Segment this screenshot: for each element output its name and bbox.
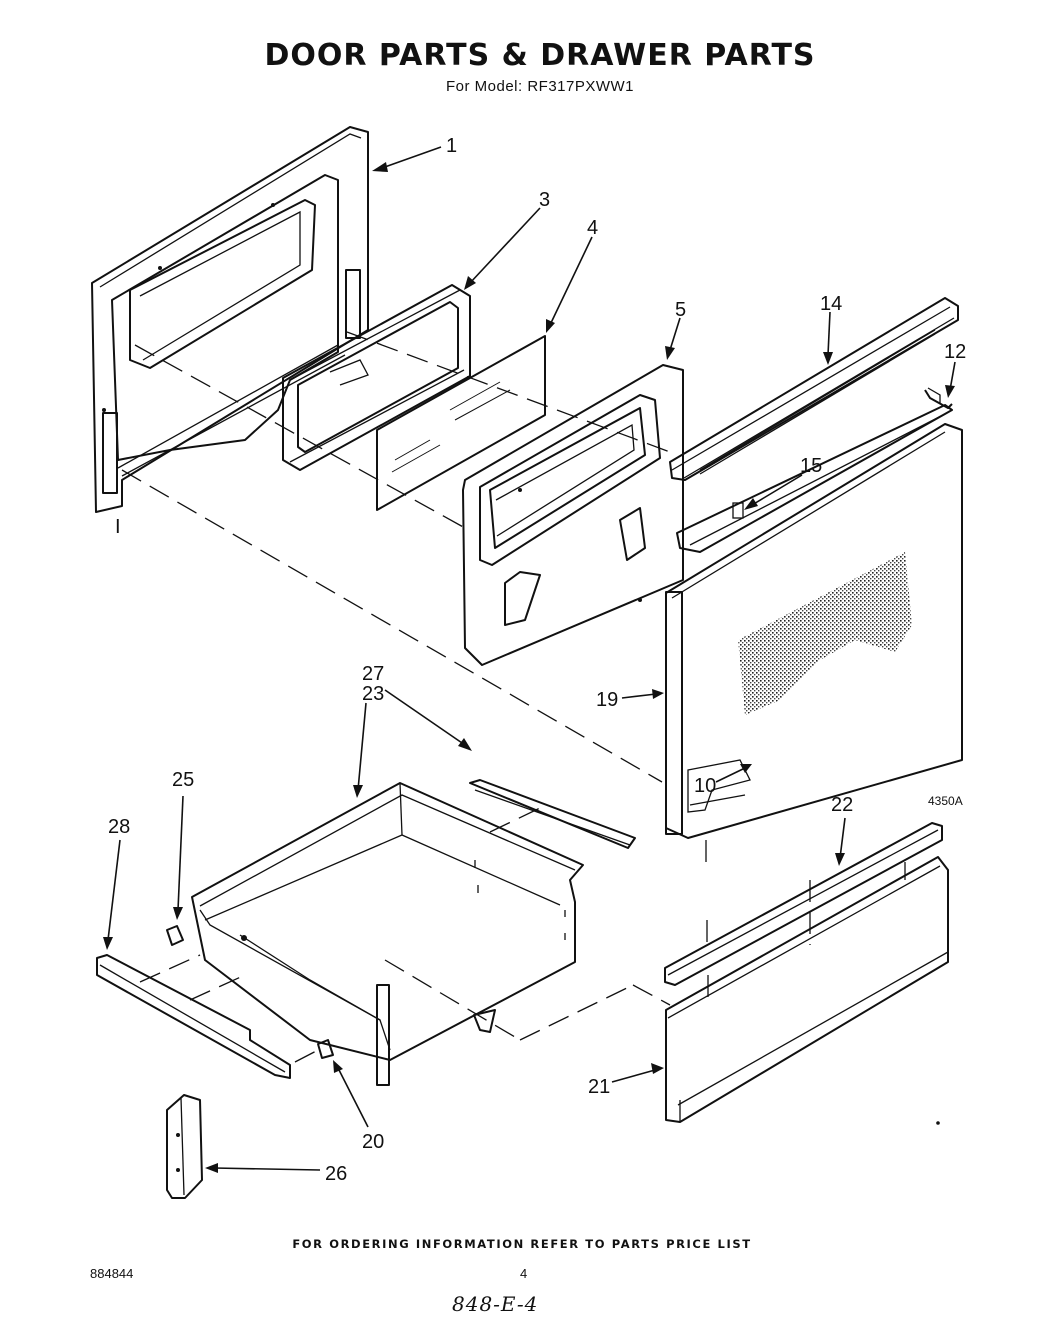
callout-25: 25 xyxy=(172,769,194,791)
outer-glass-panel xyxy=(665,423,963,839)
window-gasket-frame xyxy=(282,284,471,471)
model-subtitle: For Model: RF317PXWW1 xyxy=(445,78,635,95)
page-title: DOOR PARTS & DRAWER PARTS xyxy=(264,38,816,73)
callout-21: 21 xyxy=(588,1076,610,1098)
callout-12: 12 xyxy=(944,341,966,363)
callout-27: 27 xyxy=(362,663,384,685)
door-handle-trim xyxy=(669,297,959,481)
callout-labels: 1 3 4 5 14 12 15 19 10 27 23 25 28 22 21… xyxy=(108,135,966,1185)
callout-23: 23 xyxy=(362,683,384,705)
callout-20: 20 xyxy=(362,1131,384,1153)
callout-14: 14 xyxy=(820,293,842,315)
callout-3: 3 xyxy=(539,189,550,211)
door-channel-clip xyxy=(676,404,953,553)
callout-10: 10 xyxy=(694,775,716,797)
document-number: 884844 xyxy=(90,1266,134,1281)
figure-code: 4350A xyxy=(928,794,963,808)
handwritten-code: 848-E-4 xyxy=(452,1292,539,1316)
alignment-lines xyxy=(121,331,906,1063)
ordering-note: FOR ORDERING INFORMATION REFER TO PARTS … xyxy=(292,1237,752,1251)
drawer-rail xyxy=(469,779,636,849)
drawer-side-bracket xyxy=(166,1094,203,1199)
drawer-body xyxy=(191,782,584,1086)
drawer-front-panel xyxy=(665,856,949,1123)
inner-door-liner xyxy=(462,364,684,666)
callout-19: 19 xyxy=(596,689,618,711)
page-number: 4 xyxy=(520,1266,528,1281)
bracket-mark: I xyxy=(115,516,121,538)
leader-lines xyxy=(103,146,956,1173)
callout-4: 4 xyxy=(587,217,598,239)
callout-1: 1 xyxy=(446,135,457,157)
callout-15: 15 xyxy=(800,455,822,477)
drawer-glide-bracket xyxy=(166,925,334,1059)
callout-26: 26 xyxy=(325,1163,347,1185)
callout-5: 5 xyxy=(675,299,686,321)
drawer-front-trim xyxy=(664,822,943,986)
callout-22: 22 xyxy=(831,794,853,816)
outer-door-panel xyxy=(91,126,369,513)
upper-bracket xyxy=(924,387,953,409)
callout-28: 28 xyxy=(108,816,130,838)
window-glass-pane xyxy=(376,335,546,511)
drawer-side-rail xyxy=(96,954,291,1079)
